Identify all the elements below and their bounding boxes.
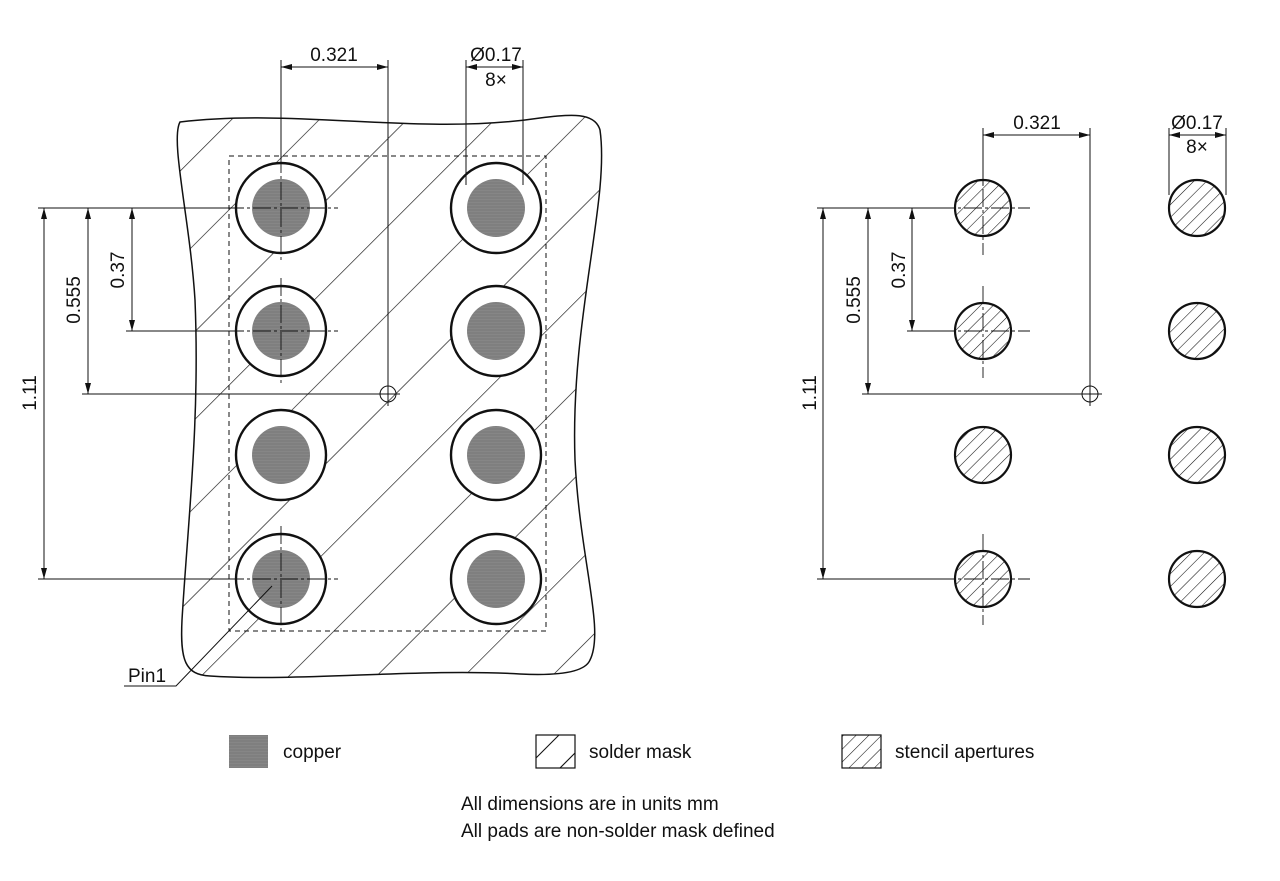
stencil-aperture — [953, 425, 1013, 485]
copper-pad — [467, 550, 525, 608]
copper-pad — [467, 302, 525, 360]
left-centerlines — [226, 155, 338, 632]
right-pitch-y-small-label: 0.37 — [889, 252, 910, 289]
left-count-label: 8× — [485, 70, 507, 91]
left-pitch-y-mid-label: 0.555 — [64, 276, 85, 324]
legend-copper-swatch — [229, 735, 268, 768]
right-diameter-label: Ø0.17 — [1171, 113, 1223, 134]
left-pitch-y-total-label: 1.11 — [20, 375, 41, 411]
legend-copper-label: copper — [283, 742, 342, 763]
copper-pad — [467, 179, 525, 237]
legend-solder-mask-label: solder mask — [589, 742, 692, 763]
stencil-aperture — [1167, 178, 1227, 238]
left-view — [176, 114, 603, 679]
note-pads: All pads are non-solder mask defined — [461, 821, 775, 842]
stencil-aperture — [1167, 425, 1227, 485]
pin1-label: Pin1 — [128, 666, 166, 687]
left-pitch-y-small-label: 0.37 — [108, 252, 129, 289]
stencil-aperture — [1167, 301, 1227, 361]
left-pads — [234, 161, 543, 626]
left-diameter-label: Ø0.17 — [470, 45, 522, 66]
right-pitch-y-total-label: 1.11 — [800, 375, 821, 411]
note-units: All dimensions are in units mm — [461, 794, 719, 815]
legend: copper solder mask stencil apertures — [229, 734, 1034, 769]
right-pitch-x-label: 0.321 — [1013, 113, 1061, 134]
legend-stencil-swatch — [841, 734, 882, 769]
left-dimensions — [38, 60, 524, 687]
right-pads — [953, 178, 1227, 609]
right-pitch-y-mid-label: 0.555 — [844, 276, 865, 324]
copper-pad — [252, 426, 310, 484]
right-dimensions — [817, 128, 1227, 580]
copper-pad — [467, 426, 525, 484]
legend-stencil-label: stencil apertures — [895, 742, 1034, 763]
right-count-label: 8× — [1186, 137, 1208, 158]
left-pitch-x-label: 0.321 — [310, 45, 358, 66]
stencil-aperture — [1167, 549, 1227, 609]
legend-solder-mask-swatch — [535, 734, 576, 769]
